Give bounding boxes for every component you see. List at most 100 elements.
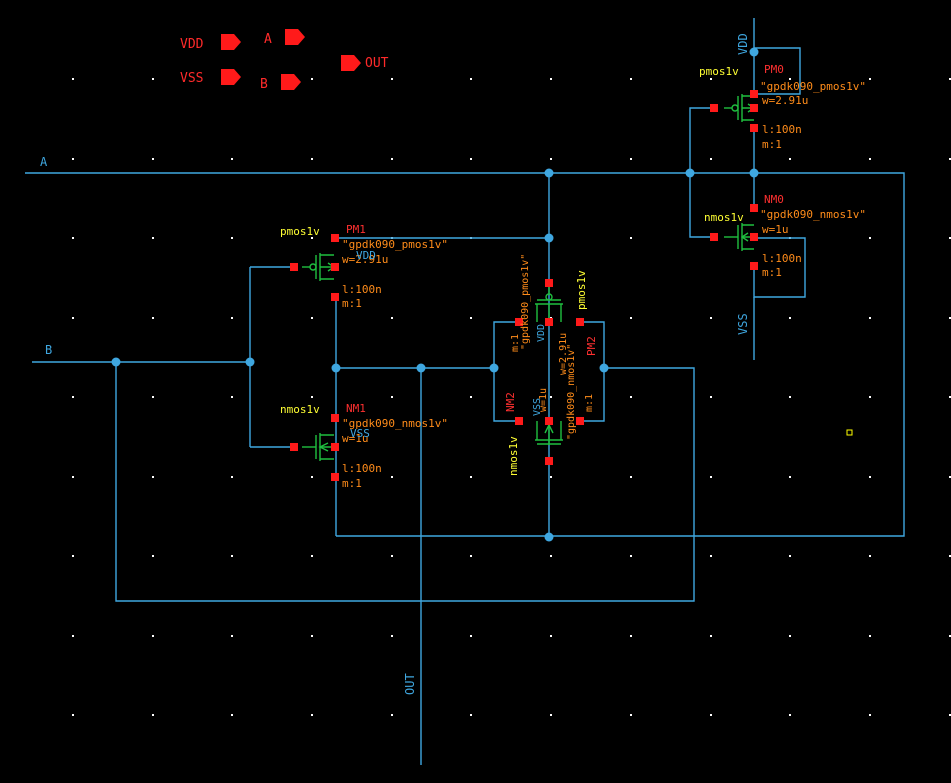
device-width: w=2.91u (762, 94, 808, 107)
pin-input-icon (285, 29, 305, 45)
wires[interactable] (25, 18, 905, 765)
grid-dot (391, 396, 393, 398)
device-pm1[interactable]: pmos1v PM1 "gpdk090_pmos1v" w=2.91u VDD … (280, 223, 448, 310)
grid-dot (391, 714, 393, 716)
device-pm0[interactable]: pmos1v PM0 "gpdk090_pmos1v" w=2.91u l:10… (699, 63, 866, 151)
grid-dot (949, 78, 951, 80)
grid-dot (231, 555, 233, 557)
grid-dot (470, 317, 472, 319)
grid-dot (789, 396, 791, 398)
device-width: w=2.91u (558, 333, 569, 375)
grid-dot (869, 396, 871, 398)
device-name: NM0 (764, 193, 784, 206)
grid-dot (391, 476, 393, 478)
grid-dot (72, 317, 74, 319)
device-terminals[interactable] (290, 234, 339, 301)
grid-dot (72, 78, 74, 80)
device-terminals[interactable] (515, 279, 584, 326)
pin-vdd[interactable]: VDD (180, 34, 241, 52)
grid-dot (869, 635, 871, 637)
device-nm2[interactable]: nmos1v NM2 "gpdk090_nmos1v" w=1u m:1 VSS (504, 344, 595, 476)
wire-tg-right (580, 321, 605, 422)
pin-vss[interactable]: VSS (180, 69, 241, 86)
device-mult: m:1 (762, 138, 782, 151)
grid-dot (152, 635, 154, 637)
pin-input-icon (281, 74, 301, 90)
device-type: nmos1v (507, 436, 520, 476)
grid-dot (630, 396, 632, 398)
device-supply: VSS (350, 427, 370, 440)
device-model: "gpdk090_nmos1v" (566, 344, 577, 440)
device-terminals[interactable] (710, 204, 758, 270)
device-nm1[interactable]: nmos1v NM1 "gpdk090_nmos1v" w=1u VSS l:1… (280, 402, 448, 490)
device-type: nmos1v (704, 211, 744, 224)
device-supply: VDD (536, 324, 547, 342)
device-name: PM2 (585, 336, 598, 356)
grid-dot (391, 78, 393, 80)
grid-dot (470, 476, 472, 478)
wire-b-gate-stubs (250, 266, 294, 448)
device-width: w=1u (342, 432, 369, 445)
device-mult: m:1 (342, 297, 362, 310)
device-model: "gpdk090_pmos1v" (760, 80, 866, 93)
grid-dot (630, 555, 632, 557)
grid-dot (630, 317, 632, 319)
device-pm2[interactable]: pmos1v PM2 "gpdk090_pmos1v" w=2.91u m:1 … (510, 254, 598, 375)
device-nm0[interactable]: nmos1v NM0 "gpdk090_nmos1v" w=1u l:100n … (704, 193, 866, 279)
grid-dot (391, 555, 393, 557)
pmos-symbol-icon (302, 253, 336, 281)
net-label-out: OUT (403, 673, 417, 695)
device-model: "gpdk090_pmos1v" (342, 238, 448, 251)
device-length: l:100n (762, 123, 802, 136)
net-label-vss: VSS (736, 313, 750, 335)
nmos-symbol-icon (724, 223, 754, 251)
grid-dot (72, 476, 74, 478)
pin-a-label: A (264, 32, 272, 47)
grid-dot (72, 396, 74, 398)
grid-dot (550, 714, 552, 716)
grid-dot (949, 635, 951, 637)
device-supply: VDD (356, 249, 376, 262)
grid-dot (710, 555, 712, 557)
grid-dot (710, 396, 712, 398)
grid-dot (152, 237, 154, 239)
grid-dot (630, 714, 632, 716)
grid-dot (789, 714, 791, 716)
grid-dot (789, 635, 791, 637)
device-width: w=1u (762, 223, 789, 236)
grid-dot (630, 158, 632, 160)
device-name: PM0 (764, 63, 784, 76)
device-terminals[interactable] (710, 90, 758, 132)
device-length: l:100n (342, 462, 382, 475)
grid-dot (710, 476, 712, 478)
grid-dot (231, 476, 233, 478)
grid-dot (311, 635, 313, 637)
pmos-symbol-icon (724, 94, 756, 122)
grid-dot (710, 158, 712, 160)
pin-a[interactable]: A (264, 29, 305, 47)
grid-dot (72, 158, 74, 160)
grid-dot (231, 158, 233, 160)
grid-dot (470, 158, 472, 160)
grid-dot (789, 317, 791, 319)
pin-out[interactable]: OUT (341, 55, 389, 71)
device-terminals[interactable] (290, 414, 339, 481)
wire-nm0-bulk (753, 237, 806, 298)
grid-dot (311, 237, 313, 239)
grid-dot (470, 635, 472, 637)
pin-input-icon (221, 34, 241, 50)
pin-output-icon (341, 55, 361, 71)
grid-dot (550, 555, 552, 557)
pin-b[interactable]: B (260, 74, 301, 92)
grid-dot (231, 237, 233, 239)
grid-dot (949, 396, 951, 398)
grid-dot (152, 396, 154, 398)
device-name: PM1 (346, 223, 366, 236)
device-terminals[interactable] (515, 417, 584, 465)
grid-dot (391, 317, 393, 319)
grid-dot (470, 714, 472, 716)
grid-dot (72, 555, 74, 557)
grid-dot (311, 714, 313, 716)
grid-dot (311, 78, 313, 80)
